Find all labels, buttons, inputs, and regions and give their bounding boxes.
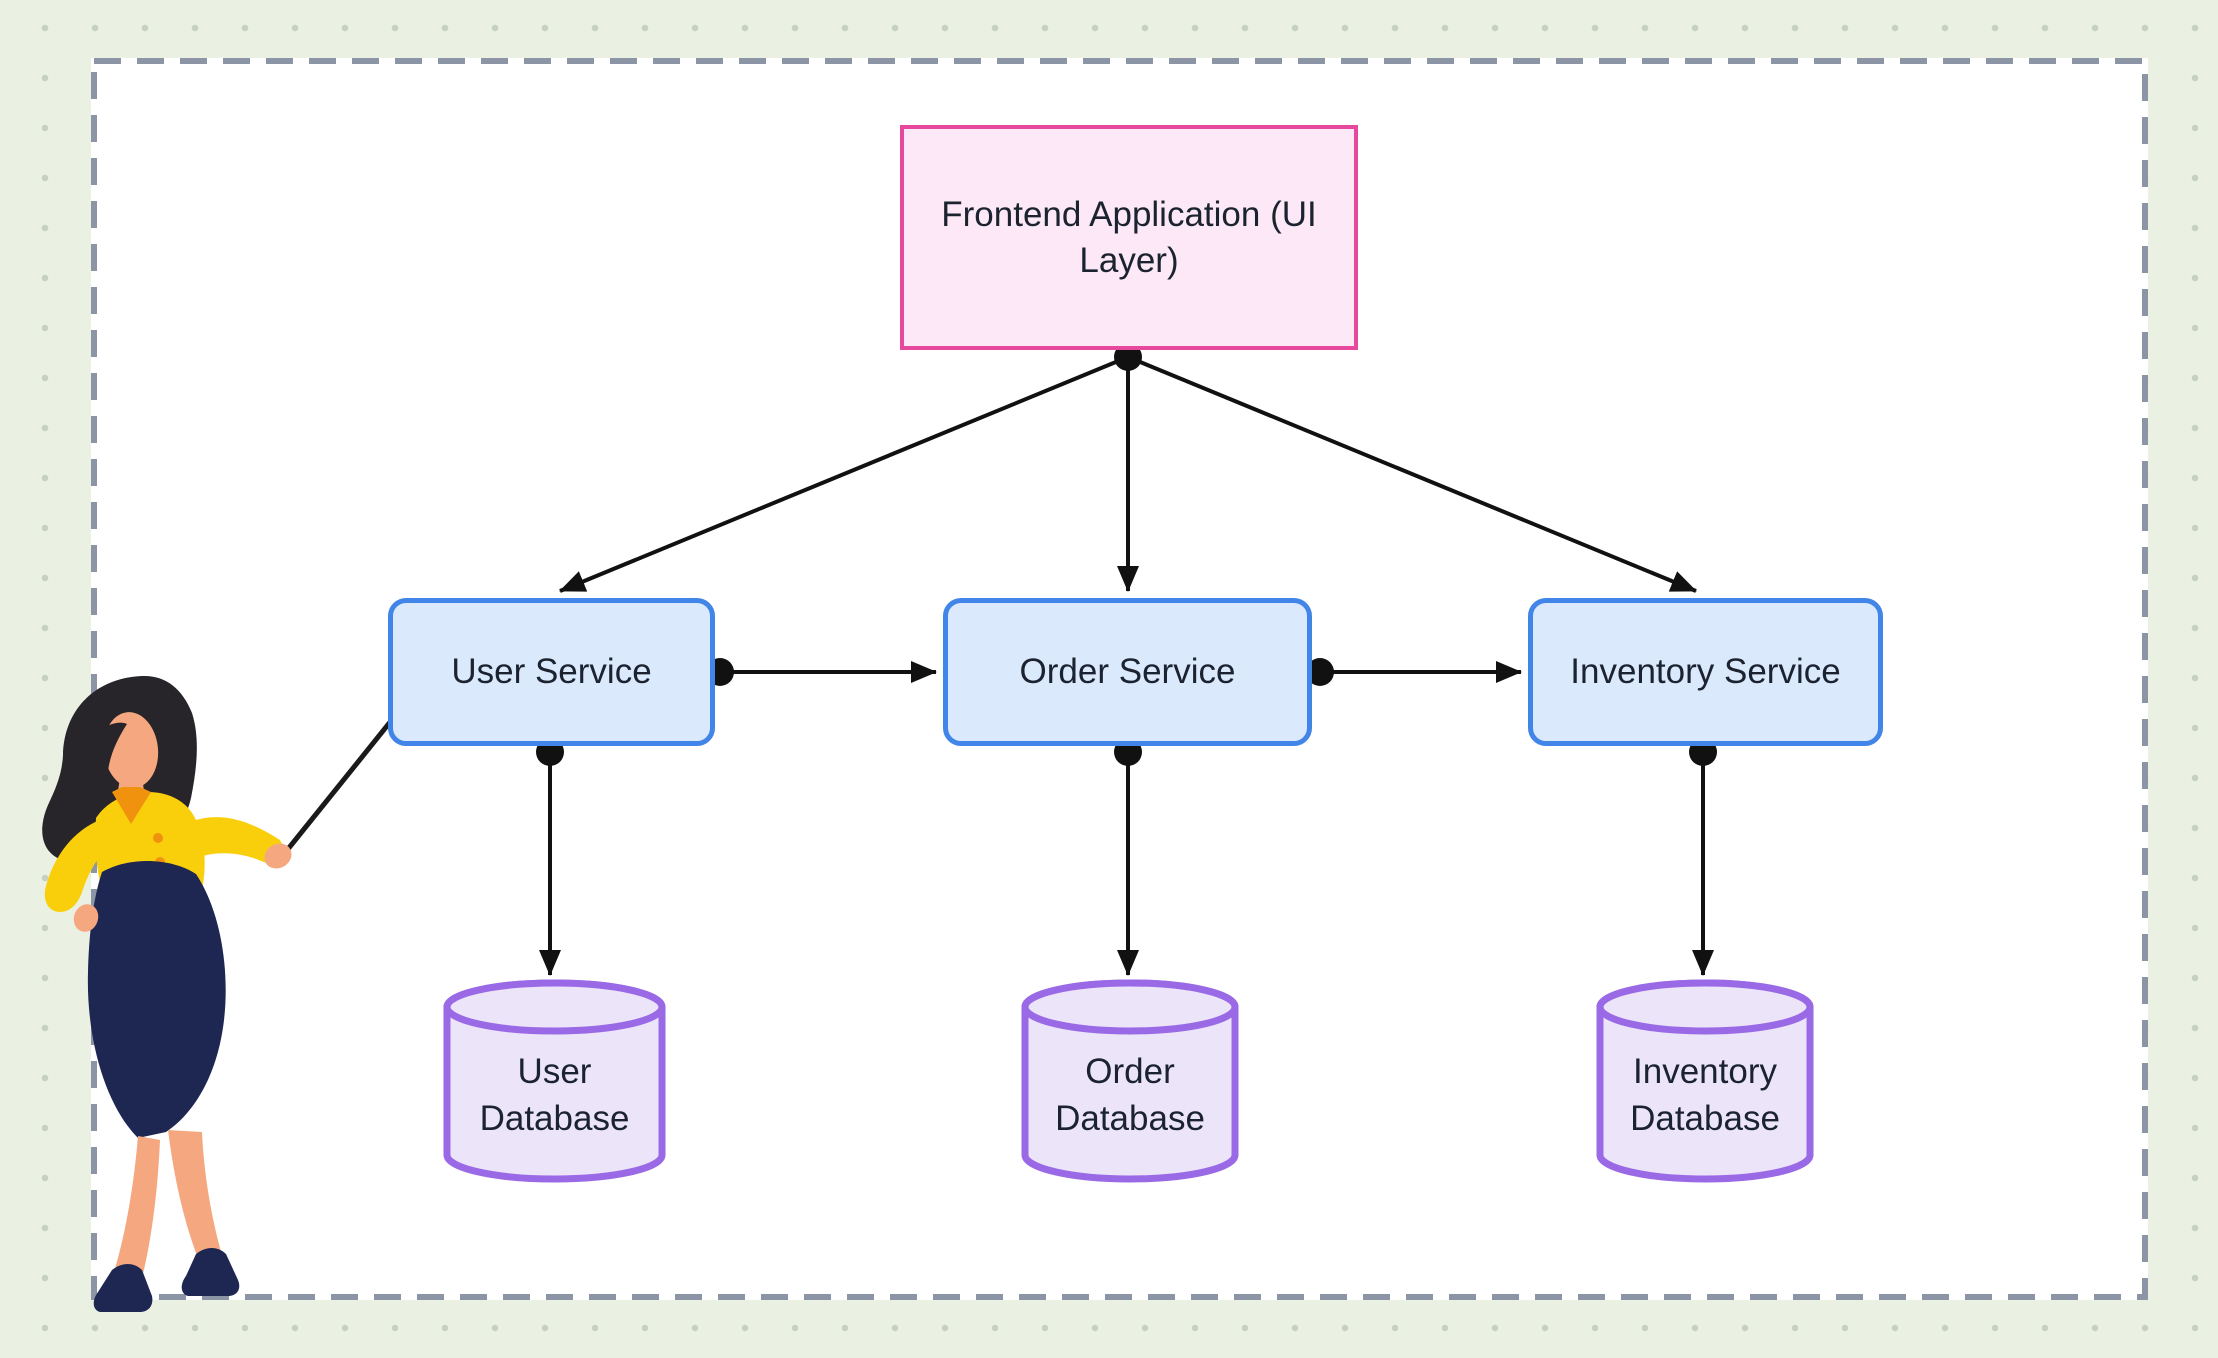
node-inventory-service: Inventory Service [1528, 598, 1883, 746]
presenter-left-arm [44, 820, 104, 912]
node-order-service: Order Service [943, 598, 1312, 746]
dashed-frame [91, 58, 2148, 1300]
presenter-right-arm [190, 817, 288, 867]
presenter-pointer-stick [281, 713, 398, 857]
database-cylinders [443, 979, 1814, 1183]
node-user-service: User Service [388, 598, 715, 746]
presenter-skirt [87, 860, 226, 1138]
user-service-label: User Service [451, 652, 652, 692]
node-order-database: Order Database [1025, 1040, 1235, 1150]
inventory-database-label: Inventory Database [1630, 1051, 1780, 1138]
order-service-label: Order Service [1019, 652, 1236, 692]
presenter-hip-hand [73, 904, 99, 932]
presenter-left-shoe [93, 1264, 153, 1312]
presenter-illustration [42, 675, 398, 1312]
frontend-label: Frontend Application (UI Layer) [941, 195, 1317, 280]
presenter-fist [264, 843, 292, 869]
user-database-label: User Database [479, 1051, 630, 1138]
edge-lines [539, 355, 1714, 976]
presenter-hair-lock [100, 722, 127, 771]
node-user-database: User Database [447, 1040, 662, 1150]
order-database-label: Order Database [1055, 1051, 1205, 1138]
presenter-right-leg [168, 1130, 224, 1262]
node-frontend-application: Frontend Application (UI Layer) [900, 125, 1358, 350]
node-inventory-database: Inventory Database [1600, 1040, 1810, 1150]
presenter-collar [112, 787, 151, 824]
presenter-right-shoe [181, 1248, 240, 1296]
inventory-database-shape [1596, 979, 1814, 1183]
inventory-service-label: Inventory Service [1570, 652, 1841, 692]
edge-frontend-inventory [1127, 355, 1697, 593]
order-database-shape [1021, 979, 1239, 1183]
edge-frontend-user [559, 355, 1129, 593]
user-database-shape [443, 979, 666, 1183]
presenter-left-leg [114, 1136, 160, 1278]
